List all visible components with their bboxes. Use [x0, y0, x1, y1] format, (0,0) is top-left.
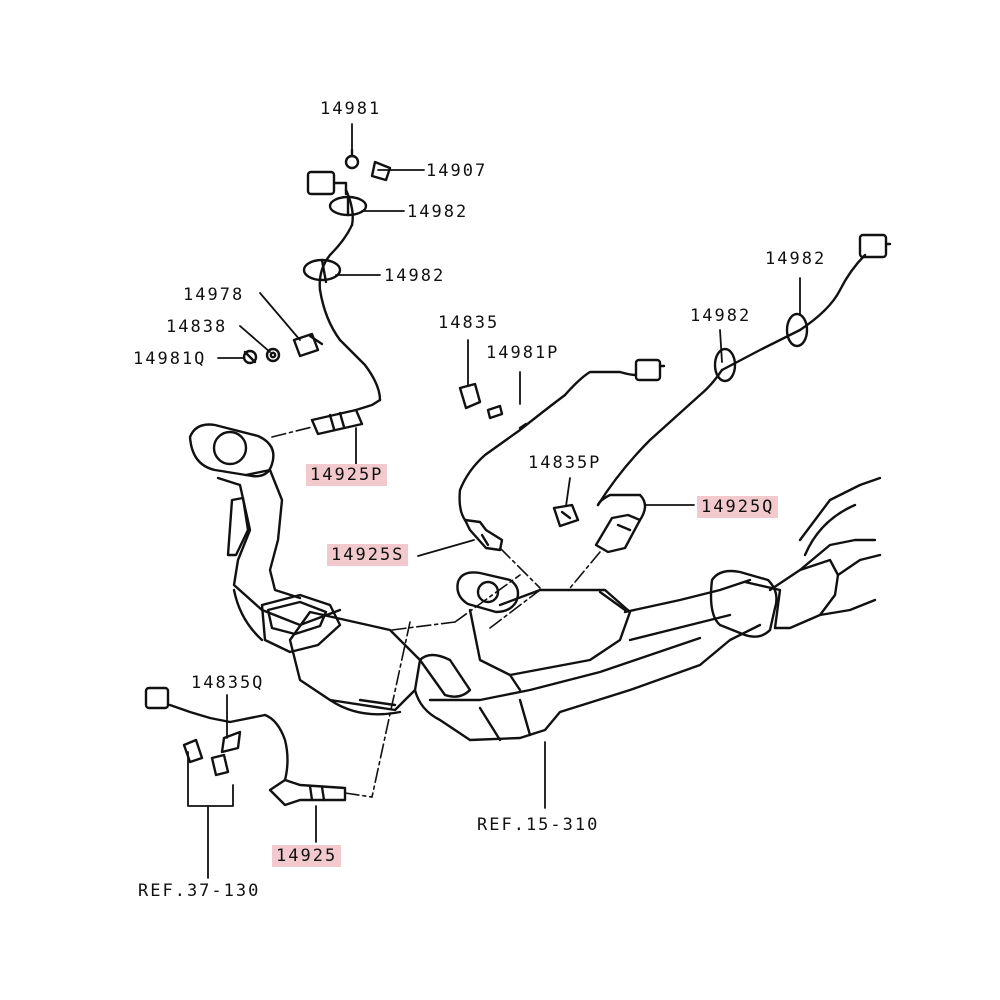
- label-14981q: 14981Q: [133, 349, 207, 369]
- sensor-14925: [144, 686, 347, 807]
- sensor-14925q: [594, 233, 892, 554]
- label-14907: 14907: [426, 161, 488, 181]
- label-14925s-highlighted[interactable]: 14925S: [327, 544, 409, 566]
- small-parts-center: [458, 382, 580, 528]
- front-exhaust-pipe: [188, 423, 342, 642]
- label-14982-middle: 14982: [384, 266, 446, 286]
- rear-pipe-section: [709, 476, 882, 638]
- label-14835p: 14835P: [528, 453, 602, 473]
- label-14981p: 14981P: [486, 343, 560, 363]
- label-14838: 14838: [166, 317, 228, 337]
- callout-leaders: [187, 123, 801, 879]
- label-14982-right-upper: 14982: [765, 249, 827, 269]
- label-14925-highlighted[interactable]: 14925: [272, 845, 342, 867]
- y-pipe-assembly: [413, 578, 762, 742]
- leader-dashes: [271, 426, 601, 798]
- left-catalytic-converter: [260, 593, 422, 716]
- upper-connector-and-clamps: [302, 148, 392, 284]
- label-14978: 14978: [183, 285, 245, 305]
- label-14981: 14981: [320, 99, 382, 119]
- sensor-14925s: [458, 358, 666, 552]
- label-14982-upper: 14982: [407, 202, 469, 222]
- small-parts-left: [242, 332, 324, 365]
- label-14982-right-lower: 14982: [690, 306, 752, 326]
- label-14835: 14835: [438, 313, 500, 333]
- label-14925q-highlighted[interactable]: 14925Q: [697, 496, 779, 518]
- sensor-14925p: [310, 188, 382, 436]
- label-ref-37-130: REF.37-130: [138, 881, 261, 901]
- right-catalytic-converter: [456, 571, 632, 692]
- label-14835q: 14835Q: [191, 673, 265, 693]
- label-ref-15-310: REF.15-310: [477, 815, 600, 835]
- label-14925p-highlighted[interactable]: 14925P: [306, 464, 388, 486]
